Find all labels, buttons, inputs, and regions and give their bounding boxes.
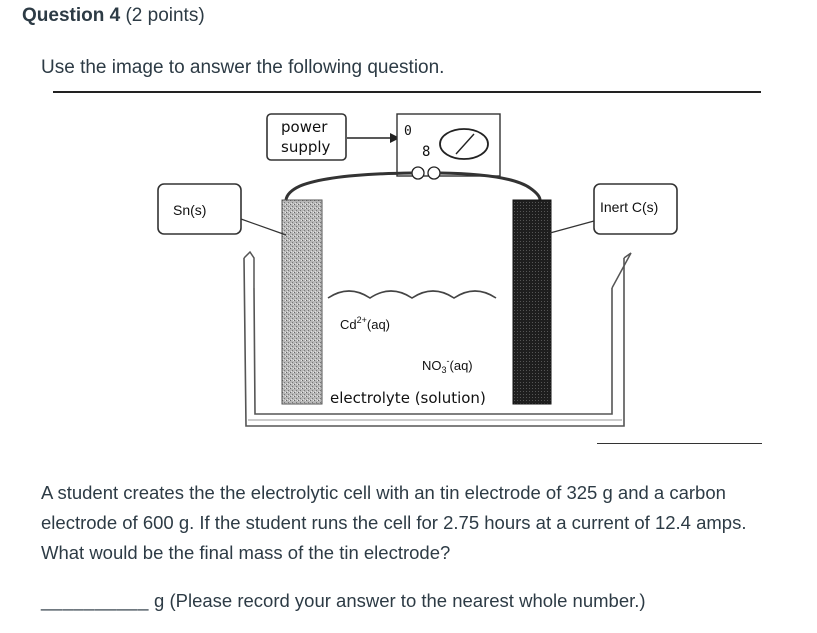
question-title: Question 4 (2 points) bbox=[22, 5, 205, 27]
electrolyte-label: electrolyte (solution) bbox=[330, 389, 486, 407]
carbon-electrode-label: Inert C(s) bbox=[600, 199, 658, 215]
sn-electrode-label: Sn(s) bbox=[173, 202, 206, 218]
sn-label-box bbox=[157, 183, 242, 235]
question-body: A student creates the the electrolytic c… bbox=[41, 482, 747, 563]
terminal-left bbox=[411, 166, 425, 180]
meter-dial-icon bbox=[439, 128, 489, 160]
meter-digit-top: 0 bbox=[404, 124, 412, 139]
nitrate-ion-label: NO3-(aq) bbox=[422, 356, 473, 375]
sn-pointer bbox=[240, 218, 287, 236]
beaker-inner bbox=[253, 287, 613, 415]
question-number: Question 4 bbox=[22, 5, 121, 26]
beaker-lip-left bbox=[243, 250, 255, 288]
arrow-head bbox=[390, 133, 400, 143]
question-instruction: Use the image to answer the following qu… bbox=[41, 57, 445, 78]
answer-blank[interactable]: __________ bbox=[41, 590, 149, 611]
beaker-outer bbox=[243, 257, 625, 427]
wire-left bbox=[284, 171, 413, 201]
power-supply-label-line2: supply bbox=[281, 138, 331, 156]
divider-bottom bbox=[597, 443, 762, 444]
question-points: (2 points) bbox=[120, 5, 205, 26]
terminal-right bbox=[427, 166, 441, 180]
meter-digit-bottom: 8 bbox=[422, 144, 430, 160]
carbon-pointer bbox=[549, 220, 595, 234]
carbon-label-box bbox=[593, 183, 678, 235]
answer-instruction: g (Please record your answer to the near… bbox=[148, 590, 646, 611]
beaker-lip-right bbox=[611, 252, 632, 289]
meter-needle bbox=[455, 133, 475, 155]
divider-top bbox=[53, 91, 761, 93]
solution-surface bbox=[327, 290, 497, 299]
tin-electrode bbox=[281, 199, 323, 405]
wire-right bbox=[439, 171, 542, 201]
power-supply-box bbox=[266, 113, 347, 161]
power-supply-label-line1: power bbox=[281, 118, 328, 136]
electrolytic-cell-diagram: power supply 0 8 Sn(s) Inert C(s) Cd2+(a… bbox=[157, 113, 678, 427]
cd-ion-label: Cd2+(aq) bbox=[340, 315, 390, 332]
carbon-electrode bbox=[512, 199, 552, 405]
answer-line: __________ g (Please record your answer … bbox=[41, 590, 646, 612]
